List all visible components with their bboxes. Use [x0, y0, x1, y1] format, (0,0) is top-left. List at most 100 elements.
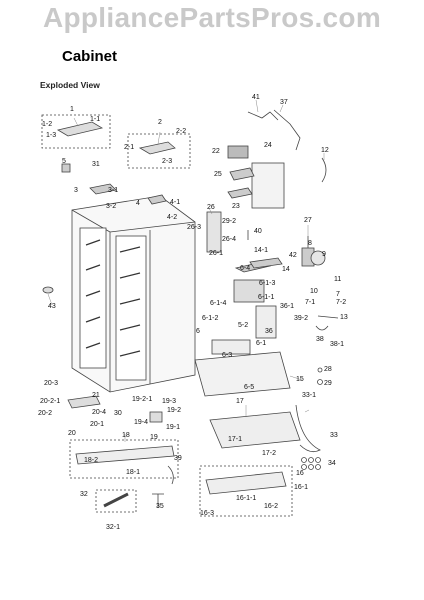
part-label: 19-2-1: [132, 396, 153, 403]
part-label: 16-2: [264, 503, 279, 510]
part-label: 42: [289, 252, 297, 259]
part-label: 2-3: [162, 158, 173, 165]
part-label: 19-1: [166, 424, 181, 431]
part-label: 20: [68, 430, 76, 437]
part-35-shape: [152, 493, 164, 508]
page-title: Cabinet: [62, 48, 118, 65]
part-label: 6-1-2: [202, 315, 219, 322]
part-label: 16: [296, 470, 304, 477]
leader-lines: [47, 99, 325, 442]
part-28-shape: [317, 367, 323, 373]
part-label: 2-1: [124, 144, 135, 151]
part-label: 16-1-1: [236, 495, 257, 502]
part-41-shape: [247, 111, 279, 121]
part-label: 6: [196, 328, 200, 335]
part-6-1-shape: [255, 305, 277, 339]
part-label: 1: [70, 106, 74, 113]
part-group-18-box: [69, 439, 179, 479]
part-group-1-box: [41, 114, 111, 149]
part-label: 19-3: [162, 398, 177, 405]
part-32-box: [95, 489, 137, 513]
part-label: 16-1: [294, 484, 309, 491]
part-5-shape: [61, 163, 71, 173]
part-label: 17: [236, 398, 244, 405]
part-39-shape: [167, 465, 174, 485]
part-label: 36: [265, 328, 273, 335]
part-group-16-box: [199, 465, 293, 517]
part-label: 32: [80, 491, 88, 498]
part-label: 6-1-3: [259, 280, 276, 287]
part-2-shape: [138, 141, 176, 155]
part-29-shape: [317, 379, 323, 385]
part-label: 8: [308, 240, 312, 247]
part-15-shape: [194, 351, 291, 397]
part-24-shape: [251, 162, 285, 209]
part-label: 26: [207, 204, 215, 211]
part-label: 37: [280, 99, 288, 106]
part-label: 39-2: [294, 315, 309, 322]
part-label: 3: [74, 187, 78, 194]
part-label: 17-2: [262, 450, 277, 457]
part-14-shape: [249, 257, 283, 269]
part-label: 40: [254, 228, 262, 235]
part-label: 14: [282, 266, 290, 273]
part-label: 23: [232, 203, 240, 210]
part-label: 31: [92, 161, 100, 168]
part-32-shape: [103, 492, 129, 508]
cabinet-shelves: [85, 239, 141, 357]
part-label: 6-5: [244, 384, 255, 391]
part-label: 22: [212, 148, 220, 155]
part-label: 43: [48, 303, 56, 310]
part-label: 7: [336, 291, 340, 298]
part-label: 18: [122, 432, 130, 439]
part-label: 20-4: [92, 409, 107, 416]
part-label: 33-1: [302, 392, 317, 399]
part-label: 18-2: [84, 457, 99, 464]
part-label: 18-1: [126, 469, 141, 476]
part-34-shape: [301, 457, 321, 470]
part-9-shape: [310, 250, 326, 266]
part-label: 30: [114, 410, 122, 417]
part-label: 15: [296, 376, 304, 383]
part-label: 29: [324, 380, 332, 387]
part-label: 20-3: [44, 380, 59, 387]
part-label: 5-2: [238, 322, 249, 329]
part-label: 16-3: [200, 510, 215, 517]
part-label: 35: [156, 503, 164, 510]
part-label: 2-2: [176, 128, 187, 135]
part-label: 17-1: [228, 436, 243, 443]
part-label: 3-1: [108, 187, 119, 194]
part-12-shape: [321, 157, 327, 183]
part-label: 1-2: [42, 121, 53, 128]
part-6-3-shape: [211, 339, 251, 355]
part-label: 29-2: [222, 218, 237, 225]
part-label: 6-4: [240, 265, 251, 272]
part-19-shape: [149, 411, 163, 423]
part-label: 9: [322, 251, 326, 258]
part-label: 26-4: [222, 236, 237, 243]
part-label: 38-1: [330, 341, 345, 348]
part-18-shape: [75, 445, 175, 465]
part-label: 10: [310, 288, 318, 295]
part-label: 36-1: [280, 303, 295, 310]
part-label: 41: [252, 94, 260, 101]
watermark-text: AppliancePartsPros.com: [42, 2, 382, 33]
part-label: 4-1: [170, 199, 181, 206]
part-label: 5: [62, 158, 66, 165]
part-4-shape: [147, 194, 167, 205]
part-label: 19-4: [134, 419, 149, 426]
cabinet-body: [71, 195, 196, 393]
part-label: 1-1: [90, 116, 101, 123]
part-label: 14-1: [254, 247, 269, 254]
part-label: 39: [174, 455, 182, 462]
part-label: 7-2: [336, 299, 347, 306]
part-23-shape: [227, 187, 253, 199]
part-6-shape: [233, 279, 265, 303]
part-label: 7-1: [305, 299, 316, 306]
part-16-shape: [205, 471, 287, 495]
part-label: 38: [316, 336, 324, 343]
part-1-shape: [56, 121, 104, 137]
part-label: 3-2: [106, 203, 117, 210]
part-label: 19-2: [167, 407, 182, 414]
